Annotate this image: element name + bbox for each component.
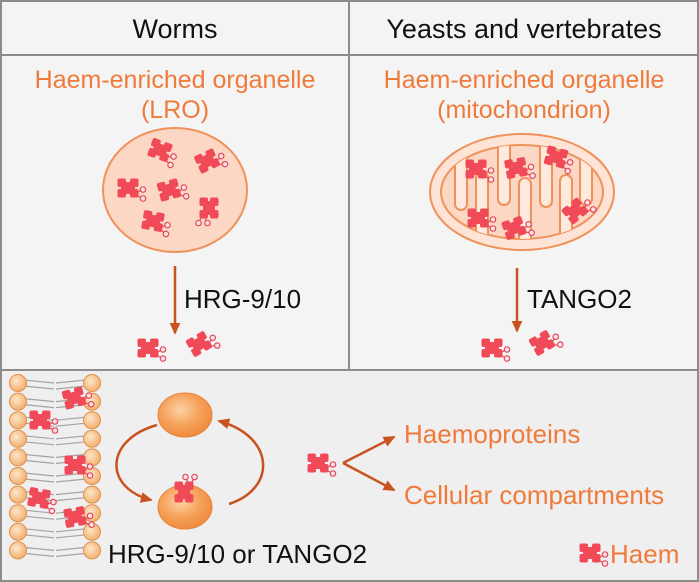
branch-arrow-haemoproteins (342, 435, 396, 465)
lipid-tail (55, 422, 87, 427)
lipid-tail (55, 441, 87, 446)
lipid-head (9, 448, 27, 467)
transport-panel: Haemoproteins Cellular compartments HRG-… (9, 374, 679, 569)
lipid-head (9, 541, 27, 560)
mitochondrion (429, 133, 615, 251)
lipid-head (83, 429, 101, 448)
organelle-label: Haem-enriched organelle (35, 66, 316, 94)
lro-organelle (102, 127, 248, 253)
transporter-protein-apo (157, 392, 213, 438)
lipid-tail (23, 435, 55, 440)
cycle-arrow-binding (115, 423, 158, 503)
lipid-head (9, 374, 27, 392)
lipid-tail (55, 546, 87, 551)
lipid-head (9, 392, 27, 411)
lipid-head (9, 504, 27, 523)
lipid-tail (23, 546, 55, 551)
organelle-name: (LRO) (141, 96, 209, 124)
lipid-head (83, 485, 101, 504)
lipid-tail (23, 534, 55, 539)
lipid-tail (55, 491, 87, 496)
lipid-tail (23, 509, 55, 514)
lipid-head (9, 411, 27, 430)
legend: Haem (578, 539, 679, 569)
yeasts-vertebrates-panel: Haem-enriched organelle (mitochondrion) … (384, 66, 665, 362)
lipid-tail (23, 528, 55, 533)
lipid-heads (9, 374, 101, 560)
lipid-tail (55, 497, 87, 502)
lipid-tail (23, 385, 55, 390)
lipid-tail (23, 404, 55, 409)
lipid-tail (23, 472, 55, 477)
header-worms: Worms (133, 14, 218, 44)
lipid-head (83, 411, 101, 430)
lipid-head (83, 541, 101, 560)
lipid-head (9, 522, 27, 541)
organelle-name: (mitochondrion) (437, 96, 611, 124)
lipid-tail (23, 515, 55, 520)
lipid-tail (23, 552, 55, 557)
lipid-tail (55, 534, 87, 539)
exporter-label: HRG-9/10 (184, 284, 301, 314)
lipid-tail (55, 435, 87, 440)
lipid-head (83, 448, 101, 467)
lipid-head (9, 485, 27, 504)
header-yeasts-vertebrates: Yeasts and vertebrates (386, 14, 661, 44)
lipid-tail (23, 379, 55, 384)
lipid-head (9, 429, 27, 448)
destination-cellular-compartments: Cellular compartments (404, 480, 664, 510)
exporter-label: TANGO2 (527, 284, 632, 314)
lipid-tail (23, 478, 55, 483)
cycle-arrow-release (217, 418, 265, 506)
lipid-head (83, 374, 101, 392)
lipid-tail (55, 416, 87, 421)
branch-arrow-compartments (342, 461, 396, 492)
lipid-tail (23, 398, 55, 403)
lipid-bilayer (9, 374, 101, 560)
lipid-tail (55, 528, 87, 533)
worms-panel: Haem-enriched organelle (LRO) HRG-9/10 (35, 66, 316, 362)
lipid-tail (23, 453, 55, 458)
organelle-label: Haem-enriched organelle (384, 66, 665, 94)
lipid-head (9, 467, 27, 485)
lipid-tail (23, 459, 55, 464)
lipid-tail (55, 478, 87, 483)
lipid-tail (23, 441, 55, 446)
destination-haemoproteins: Haemoproteins (404, 419, 580, 449)
transporter-label: HRG-9/10 or TANGO2 (108, 539, 367, 569)
lipid-tail (55, 379, 87, 384)
lipid-tail (55, 552, 87, 557)
legend-haem-label: Haem (610, 539, 679, 569)
lipid-tail (55, 385, 87, 390)
